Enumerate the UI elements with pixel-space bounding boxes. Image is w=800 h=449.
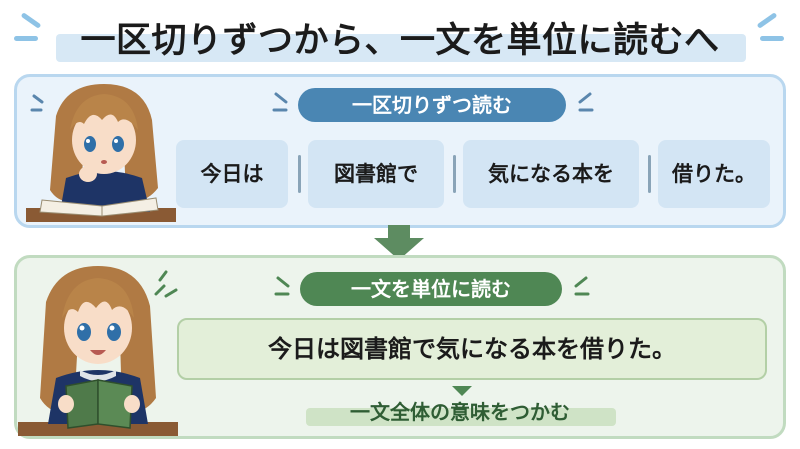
excitement-marks-icon [154,270,178,298]
pill-dash-right-icon [578,92,594,112]
chunk-4: 借りた。 [658,140,770,208]
thinking-marks-icon [30,94,44,112]
chunk-separator [298,155,301,193]
page-title: 一区切りずつから、一文を単位に読むへ [80,21,720,61]
girl-reading-happy-illustration [18,266,178,436]
chunk-2: 図書館で [308,140,444,208]
sentence-reading-heading: 一文を単位に読む [300,272,562,306]
pill-dash-right-icon [574,276,590,296]
chunk-separator [453,155,456,193]
pill-dash-left-icon [272,92,288,112]
title-area: 一区切りずつから、一文を単位に読むへ [0,0,800,68]
small-down-triangle-icon [452,386,472,396]
title-highlight [56,34,746,62]
chunk-1: 今日は [176,140,288,208]
girl-reading-thinking-illustration [26,84,176,222]
down-arrow-icon [388,225,410,239]
caption-highlight [306,408,616,426]
down-arrow-head-icon [374,238,424,260]
title-dash-right-2 [760,36,784,41]
full-sentence: 今日は図書館で気になる本を借りた。 [177,318,767,380]
chunk-3: 気になる本を [463,140,639,208]
title-dash-left-2 [14,36,38,41]
chunk-reading-heading: 一区切りずつ読む [298,88,566,122]
pill-dash-left-icon [274,276,290,296]
chunk-separator [648,155,651,193]
sentence-caption: 一文全体の意味をつかむ [350,400,570,424]
